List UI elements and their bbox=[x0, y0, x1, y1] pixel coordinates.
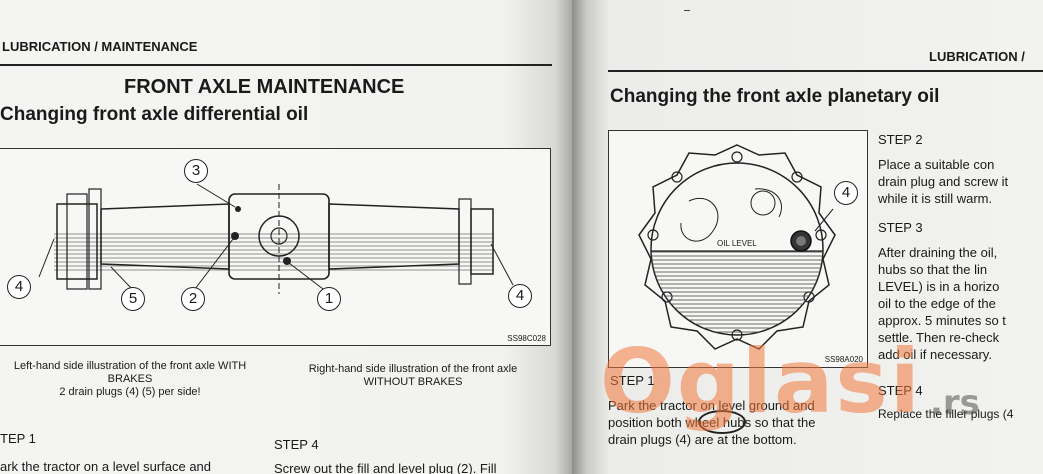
circled-word bbox=[698, 410, 746, 434]
header-rule-right bbox=[608, 70, 1043, 72]
step4-text: Screw out the fill and level plug (2). F… bbox=[274, 461, 497, 474]
step2-label: STEP 2 bbox=[878, 132, 923, 147]
caption-right: Right-hand side illustration of the fron… bbox=[308, 363, 518, 388]
callout-3: 3 bbox=[184, 159, 208, 183]
planetary-title: Changing the front axle planetary oil bbox=[610, 86, 940, 107]
step2-text: Place a suitable con drain plug and scre… bbox=[878, 157, 1009, 206]
caption-left: Left-hand side illustration of the front… bbox=[13, 360, 247, 398]
callout-4-right: 4 bbox=[508, 284, 532, 308]
section-title: FRONT AXLE MAINTENANCE bbox=[124, 76, 405, 98]
figure-code: SS98C028 bbox=[507, 334, 546, 343]
callout-1: 1 bbox=[317, 287, 341, 311]
step3-text: After draining the oil, hubs so that the… bbox=[878, 245, 1006, 362]
left-page-header: LUBRICATION / MAINTENANCE bbox=[2, 39, 198, 54]
callout-4-hub: 4 bbox=[834, 181, 858, 205]
oil-level-label: OIL LEVEL bbox=[717, 239, 757, 248]
callout-2: 2 bbox=[181, 287, 205, 311]
hub-figure-code: SS98A020 bbox=[824, 355, 863, 364]
step1-label-right: STEP 1 bbox=[610, 373, 655, 388]
callout-4-left: 4 bbox=[7, 275, 31, 299]
right-page-header: LUBRICATION / bbox=[929, 49, 1025, 64]
watermark-tld: .rs bbox=[930, 383, 980, 423]
axle-figure: 3 4 5 2 1 4 SS98C028 bbox=[0, 148, 551, 346]
section-subtitle: Changing front axle differential oil bbox=[0, 104, 309, 125]
callout-5: 5 bbox=[121, 287, 145, 311]
axle-drawing bbox=[38, 183, 514, 294]
step3-label: STEP 3 bbox=[878, 220, 923, 235]
right-page: LUBRICATION / Changing the front axle pl… bbox=[572, 0, 1043, 474]
left-page: LUBRICATION / MAINTENANCE FRONT AXLE MAI… bbox=[0, 0, 572, 474]
header-rule bbox=[0, 64, 552, 66]
step4-label: STEP 4 bbox=[274, 437, 319, 452]
hub-drawing bbox=[638, 144, 836, 350]
step1-label: TEP 1 bbox=[0, 431, 36, 446]
page-speck bbox=[684, 10, 690, 11]
step4-label-right: STEP 4 bbox=[878, 383, 923, 398]
step1-text-right: Park the tractor on level ground and pos… bbox=[608, 398, 816, 447]
hub-figure: OIL LEVEL 4 SS98A020 bbox=[608, 130, 868, 368]
watermark-logo: Oglasi bbox=[600, 330, 922, 433]
step1-text: ark the tractor on a level surface and bbox=[0, 459, 212, 474]
step4-text-right: Replace the filler plugs (4 bbox=[878, 407, 1014, 421]
